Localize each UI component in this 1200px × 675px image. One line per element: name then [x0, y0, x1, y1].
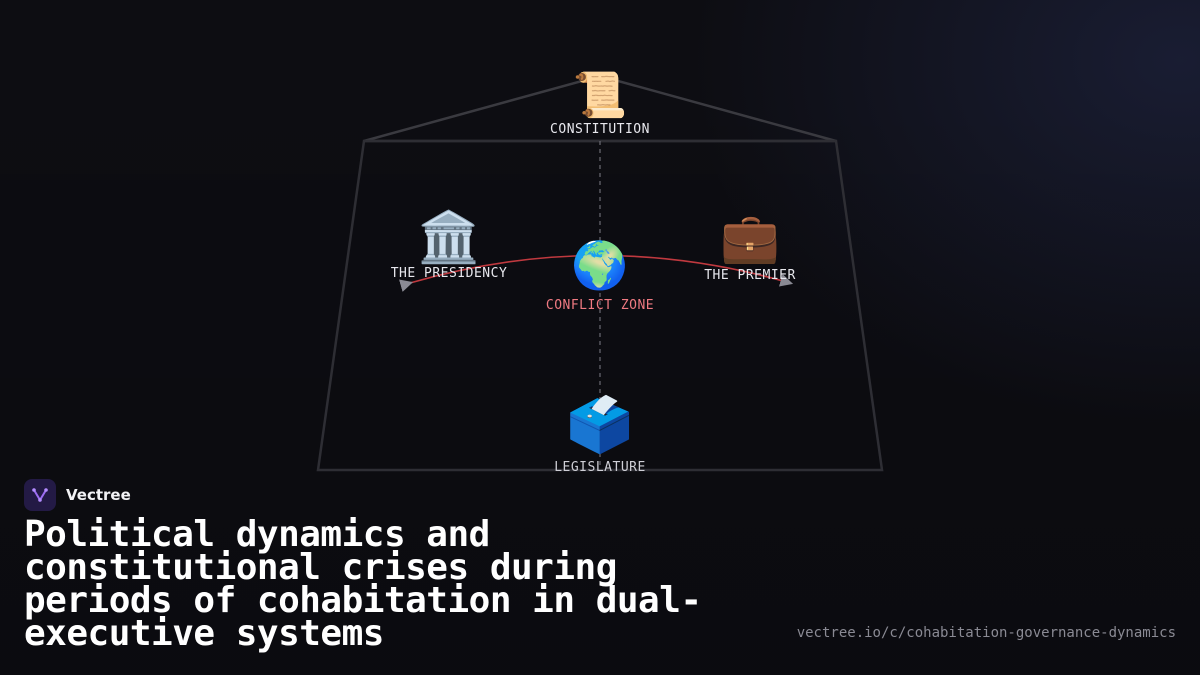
legislature-node: 🗳️ LEGISLATURE	[554, 393, 646, 476]
premier-node: 💼 THE PREMIER	[704, 214, 796, 283]
page-title: Political dynamics and constitutional cr…	[24, 514, 702, 654]
brand-name: Vectree	[66, 486, 131, 504]
vectree-logo-icon	[24, 479, 56, 511]
constitution-node: 📜 CONSTITUTION	[550, 70, 650, 138]
brand[interactable]: Vectree	[24, 479, 131, 511]
legislature-label: LEGISLATURE	[554, 460, 646, 475]
constitution-label: CONSTITUTION	[550, 122, 650, 137]
tension-arc	[398, 254, 794, 292]
ballot-box-icon: 🗳️	[566, 393, 634, 456]
source-url[interactable]: vectree.io/c/cohabitation-governance-dyn…	[796, 625, 1176, 641]
presidency-node: 🏛️ THE PRESIDENCY	[391, 212, 508, 281]
structure-outline	[316, 139, 884, 472]
conflict-zone-label: CONFLICT ZONE	[545, 298, 655, 313]
presidency-label: THE PRESIDENCY	[390, 266, 508, 281]
classical-building-icon: 🏛️	[417, 208, 481, 266]
briefcase-icon: 💼	[720, 210, 780, 266]
globe-icon: 🌍	[571, 238, 629, 292]
scroll-icon: 📜	[572, 70, 628, 121]
roof-outline	[363, 74, 837, 143]
conflict-zone-node: 🌍 CONFLICT ZONE	[546, 242, 654, 313]
premier-label: THE PREMIER	[704, 268, 796, 283]
